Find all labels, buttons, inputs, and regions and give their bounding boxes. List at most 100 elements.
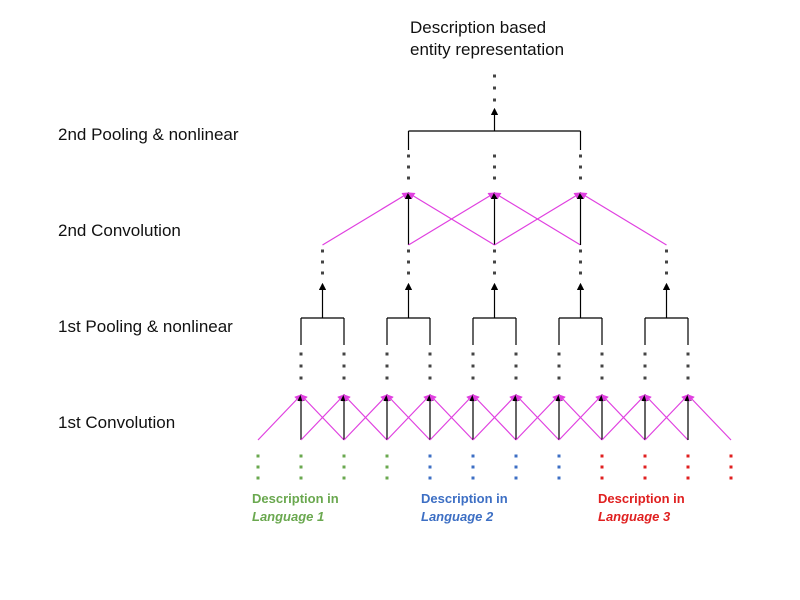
conv1-edge <box>429 394 474 441</box>
input-word-dots <box>557 465 561 469</box>
input-word-dots <box>385 476 389 480</box>
pool1-feature-dots <box>579 271 582 275</box>
input-word-dots <box>557 454 561 458</box>
conv2-feature-dots <box>493 154 496 158</box>
conv1-feature-dots <box>428 376 432 380</box>
input-word-dots <box>299 454 303 458</box>
input-word-dots <box>514 454 518 458</box>
pool1-feature-dots <box>665 260 668 264</box>
input-word-dots <box>428 454 432 458</box>
output-title: Description based entity representation <box>410 17 564 61</box>
convolution-connections <box>257 191 732 441</box>
conv1-feature-dots <box>557 376 561 380</box>
pool1-feature-dots <box>407 249 410 253</box>
conv1-edge <box>558 394 603 441</box>
language-1-label: Description in Language 1 <box>252 490 339 526</box>
input-word-dots <box>600 454 604 458</box>
conv1-edge <box>300 394 345 441</box>
conv1-feature-dots <box>299 352 303 356</box>
input-word-dots <box>256 465 260 469</box>
input-word-dots <box>643 465 647 469</box>
pool1-feature-dots <box>407 271 410 275</box>
input-word-dots <box>643 476 647 480</box>
pool1-feature-dots <box>665 249 668 253</box>
conv1-feature-dots <box>428 352 432 356</box>
conv2-feature-dots <box>407 154 410 158</box>
conv1-feature-dots <box>385 376 389 380</box>
input-word-dots <box>342 465 346 469</box>
conv1-edge <box>687 394 732 441</box>
neuron-dots <box>256 74 733 480</box>
pool1-feature-dots <box>493 271 496 275</box>
language-2-line1: Description in <box>421 491 508 506</box>
input-word-dots <box>600 465 604 469</box>
input-word-dots <box>342 454 346 458</box>
layer-label-1st-convolution: 1st Convolution <box>58 413 176 432</box>
input-word-dots <box>600 476 604 480</box>
conv2-edge <box>322 192 410 246</box>
language-3-line1: Description in <box>598 491 685 506</box>
pool1-feature-dots <box>579 260 582 264</box>
input-word-dots <box>686 476 690 480</box>
conv2-edge <box>579 192 667 246</box>
language-2-line2: Language 2 <box>421 509 494 524</box>
pool1-feature-dots <box>321 271 324 275</box>
conv1-feature-dots <box>686 376 690 380</box>
input-word-dots <box>256 476 260 480</box>
conv1-feature-dots <box>557 352 561 356</box>
language-1-line1: Description in <box>252 491 339 506</box>
input-word-dots <box>342 476 346 480</box>
conv1-feature-dots <box>428 364 432 368</box>
input-word-dots <box>729 476 733 480</box>
conv1-feature-dots <box>600 376 604 380</box>
conv2-feature-dots <box>579 176 582 180</box>
conv1-feature-dots <box>471 376 475 380</box>
input-word-dots <box>471 476 475 480</box>
conv1-feature-dots <box>385 364 389 368</box>
input-word-dots <box>686 465 690 469</box>
conv1-feature-dots <box>557 364 561 368</box>
input-word-dots <box>385 465 389 469</box>
conv2-feature-dots <box>579 154 582 158</box>
conv1-feature-dots <box>643 352 647 356</box>
layer-label-2nd-pooling: 2nd Pooling & nonlinear <box>58 125 239 144</box>
output-representation-dots <box>493 86 496 90</box>
language-3-line2: Language 3 <box>598 509 671 524</box>
conv1-edge <box>257 394 302 441</box>
pool1-feature-dots <box>493 249 496 253</box>
conv1-feature-dots <box>385 352 389 356</box>
pool1-feature-dots <box>493 260 496 264</box>
input-word-dots <box>729 465 733 469</box>
conv1-edge <box>601 394 646 441</box>
conv1-edge <box>515 394 560 441</box>
pool1-feature-dots <box>321 249 324 253</box>
conv1-edge <box>343 394 388 441</box>
conv2-feature-dots <box>407 165 410 169</box>
layer-label-2nd-convolution: 2nd Convolution <box>58 221 181 240</box>
conv1-feature-dots <box>686 352 690 356</box>
conv2-edge <box>408 192 496 246</box>
pool1-feature-dots <box>579 249 582 253</box>
input-word-dots <box>686 454 690 458</box>
conv1-feature-dots <box>299 376 303 380</box>
input-word-dots <box>428 476 432 480</box>
conv1-feature-dots <box>643 376 647 380</box>
layer-label-1st-pooling: 1st Pooling & nonlinear <box>58 317 233 336</box>
conv1-feature-dots <box>600 352 604 356</box>
conv1-feature-dots <box>299 364 303 368</box>
conv1-feature-dots <box>471 364 475 368</box>
conv1-feature-dots <box>643 364 647 368</box>
conv1-feature-dots <box>514 364 518 368</box>
conv2-feature-dots <box>493 176 496 180</box>
conv1-feature-dots <box>342 364 346 368</box>
output-title-line1: Description based <box>410 18 547 37</box>
output-representation-dots <box>493 98 496 102</box>
pool1-feature-dots <box>321 260 324 264</box>
pool1-feature-dots <box>407 260 410 264</box>
input-word-dots <box>299 476 303 480</box>
language-3-label: Description in Language 3 <box>598 490 685 526</box>
input-word-dots <box>643 454 647 458</box>
input-word-dots <box>729 454 733 458</box>
conv2-feature-dots <box>407 176 410 180</box>
